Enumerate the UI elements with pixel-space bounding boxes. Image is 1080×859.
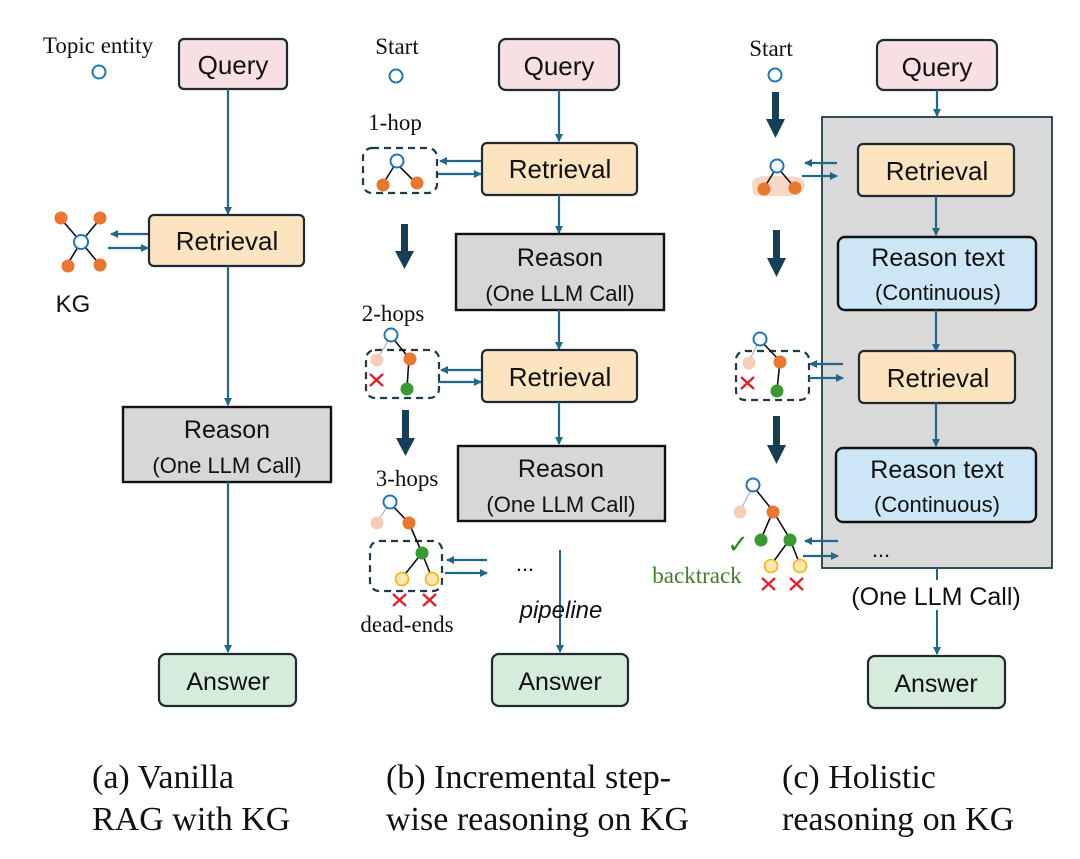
dead-ends-label: dead-ends [360,612,453,637]
answer-box: Answer [866,654,1007,710]
caption-a-line1: (a) Vanilla [92,759,234,796]
query-label: Query [902,52,973,82]
fat-down-arrow-icon [766,92,785,138]
caption-b: (b) Incremental step- wise reasoning on … [386,757,689,841]
reason-title: Reason [184,416,270,444]
caption-a-line2: RAG with KG [92,801,291,838]
answer-box: Answer [157,652,298,708]
kg-label: KG [56,291,91,318]
query-label: Query [198,50,269,80]
reason-text-subtitle: (Continuous) [874,492,1000,517]
retrieval-label: Retrieval [509,362,612,392]
answer-box: Answer [490,652,630,708]
two-hop-subgraph-icon [364,327,441,400]
one-hop-subgraph-icon [361,146,439,195]
reason-box-2: Reason (One LLM Call) [456,444,667,523]
cross-icon [740,376,755,390]
reason-subtitle: (One LLM Call) [486,492,635,517]
answer-label: Answer [518,668,601,696]
panel-b-incremental-reasoning: Start Query 1-hop Retrieval [360,34,667,708]
one-llm-call-label: (One LLM Call) [851,583,1021,611]
retrieval-box: Retrieval [147,213,306,268]
retrieval-label: Retrieval [887,363,990,393]
cross-icon [761,577,804,591]
cross-icon [369,373,384,387]
retrieval-label: Retrieval [509,154,612,184]
query-box: Query [875,38,999,92]
reason-text-subtitle: (Continuous) [875,280,1001,305]
topic-entity-label: Topic entity [43,33,154,58]
query-box: Query [497,37,621,92]
reason-title: Reason [518,455,604,483]
check-icon: ✓ [727,529,749,559]
pipeline-label: pipeline [519,597,603,624]
answer-label: Answer [186,668,269,696]
hop-label-2: 2-hops [362,301,425,326]
ellipsis: ... [516,551,534,576]
cross-icon [392,593,437,607]
caption-c-line2: reasoning on KG [782,801,1015,838]
start-node-icon [767,67,783,83]
fat-down-arrow-icon [396,410,415,456]
caption-b-line1: (b) Incremental step- [386,759,672,796]
answer-label: Answer [894,670,977,698]
three-hop-subgraph-icon [368,494,444,607]
retrieval-box-1: Retrieval [856,142,1016,198]
kg-graph-icon [54,211,107,273]
reason-box: Reason (One LLM Call) [121,405,333,484]
retrieval-box-2: Retrieval [480,348,639,404]
reason-text-title: Reason text [871,244,1004,272]
reason-subtitle: (One LLM Call) [152,453,301,478]
caption-b-line2: wise reasoning on KG [386,801,690,838]
two-hop-subgraph-icon [734,331,811,402]
query-box: Query [177,37,289,91]
retrieval-label: Retrieval [886,156,989,186]
reason-text-box-1: Reason text (Continuous) [836,235,1038,312]
start-label: Start [749,36,793,61]
topic-entity-node-icon [91,64,107,80]
query-label: Query [524,51,595,81]
panel-c-holistic-reasoning: Start Query Retrieval [652,36,1053,710]
retrieval-label: Retrieval [176,226,279,256]
reason-subtitle: (One LLM Call) [485,281,634,306]
ellipsis: ... [872,537,890,562]
start-label: Start [375,34,419,59]
fat-down-arrow-icon [395,224,414,269]
hop-label-3: 3-hops [376,466,439,491]
retrieval-box-1: Retrieval [480,141,639,197]
caption-c: (c) Holistic reasoning on KG [782,757,1014,841]
reason-title: Reason [517,244,603,272]
fat-down-arrow-icon [767,416,786,464]
reason-text-title: Reason text [870,456,1003,484]
backtrack-label: backtrack [652,563,742,588]
reason-box-1: Reason (One LLM Call) [454,232,666,312]
hop-label-1: 1-hop [368,110,422,135]
caption-a: (a) Vanilla RAG with KG [92,757,290,841]
one-hop-highlighted-subgraph-icon [752,158,805,197]
caption-c-line1: (c) Holistic [782,759,936,796]
retrieval-box-2: Retrieval [857,349,1017,405]
panel-a-vanilla-rag: Topic entity Query Retrieval KG [43,33,333,708]
start-node-icon [388,68,404,84]
fat-down-arrow-icon [767,230,786,277]
reason-text-box-2: Reason text (Continuous) [834,446,1038,524]
backtrack-tree-icon [733,477,808,591]
